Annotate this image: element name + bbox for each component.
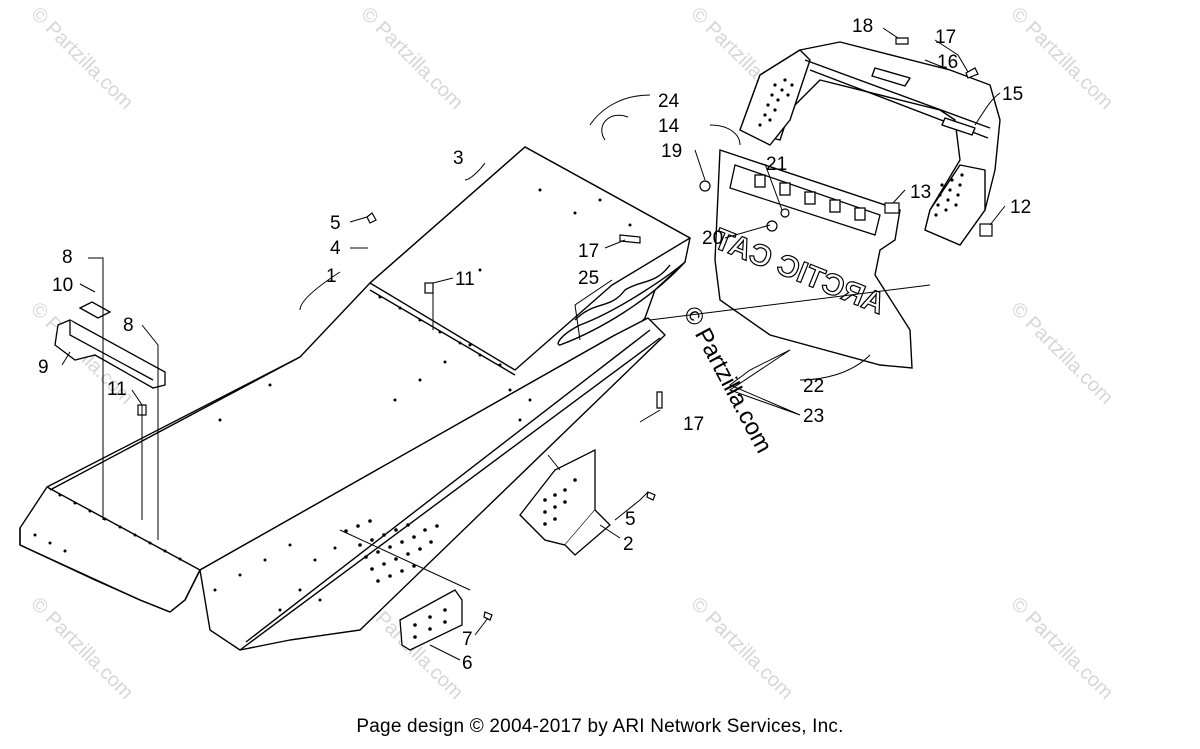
callout-21: 21 <box>766 154 787 175</box>
callout-5: 5 <box>625 509 636 530</box>
rear-bumper <box>739 41 1001 246</box>
cooler-cutout-wave <box>574 264 671 321</box>
washer <box>699 180 711 192</box>
callout-15: 15 <box>1002 84 1023 105</box>
callout-19: 19 <box>661 141 682 162</box>
watermark: © Partzilla.com <box>1006 298 1117 409</box>
watermark: © Partzilla.com <box>1006 593 1117 704</box>
callout-1: 1 <box>326 266 337 287</box>
nut <box>424 282 434 294</box>
rivet <box>483 611 493 621</box>
snow-flap-outline <box>714 149 913 369</box>
front-bracket <box>54 319 166 389</box>
callout-4: 4 <box>330 238 341 259</box>
callout-12: 12 <box>1010 197 1031 218</box>
cooler-cutout <box>557 261 686 346</box>
callout-20: 20 <box>702 228 723 249</box>
callout-17: 17 <box>935 27 956 48</box>
bumper-perforations <box>758 78 964 217</box>
callout-8: 8 <box>62 247 73 268</box>
perforation-pattern <box>344 519 439 583</box>
callout-2: 2 <box>623 534 634 555</box>
callout-3: 3 <box>453 148 464 169</box>
callout-8: 8 <box>123 315 134 336</box>
footer-copyright: Page design © 2004-2017 by ARI Network S… <box>356 716 844 737</box>
bolt <box>895 37 909 45</box>
flap-bracket <box>729 164 881 236</box>
clip-nut <box>979 223 993 237</box>
callout-5: 5 <box>330 213 341 234</box>
deck-seam <box>369 289 516 376</box>
bracket-clip <box>78 301 112 319</box>
tunnel-assembly <box>19 146 691 651</box>
rivet <box>646 491 656 501</box>
callout-22: 22 <box>803 376 824 397</box>
callout-25: 25 <box>578 268 599 289</box>
rivet <box>366 212 377 224</box>
bumper-left-plate <box>739 49 811 146</box>
callout-11: 11 <box>107 379 127 400</box>
callout-labels: 1 2 3 4 5 5 6 7 8 8 9 10 11 11 12 13 14 … <box>38 16 1031 674</box>
bumper-slot <box>941 117 976 136</box>
snow-flap: ARCTIC CAT <box>709 149 913 369</box>
callout-14: 14 <box>658 116 680 137</box>
callout-10: 10 <box>52 275 73 296</box>
tunnel-side-panel <box>199 317 666 651</box>
bolt <box>619 234 641 244</box>
callout-13: 13 <box>910 182 931 203</box>
tunnel-ridge <box>49 356 301 491</box>
callout-18: 18 <box>852 16 873 37</box>
rivet-holes <box>33 188 632 612</box>
callout-23: 23 <box>803 406 824 427</box>
callout-17: 17 <box>683 414 704 435</box>
tunnel-front-lip <box>19 528 201 613</box>
clip-nut <box>884 202 900 214</box>
rear-deck-plate <box>369 146 691 371</box>
watermark: © Partzilla.com <box>26 3 137 114</box>
callout-9: 9 <box>38 357 49 378</box>
watermark: © Partzilla.com <box>356 3 467 114</box>
bolt <box>656 391 663 409</box>
bumper-slot <box>871 67 911 87</box>
reinforcement-plate-holes <box>413 608 447 639</box>
callout-24: 24 <box>658 91 680 112</box>
leader-lines <box>61 27 1006 661</box>
callout-6: 6 <box>462 653 473 674</box>
support-bracket-holes <box>543 478 577 526</box>
tunnel-side-rail <box>239 329 661 651</box>
fasteners <box>137 37 993 621</box>
watermark: © Partzilla.com <box>26 593 137 704</box>
washer <box>780 208 790 218</box>
reinforcement-plate <box>399 589 463 651</box>
washer <box>766 220 778 232</box>
watermark: © Partzilla.com <box>686 593 797 704</box>
bolt <box>965 67 979 79</box>
callout-17: 17 <box>578 241 599 262</box>
callout-7: 7 <box>462 629 473 650</box>
callout-11: 11 <box>455 269 475 290</box>
callout-16: 16 <box>937 52 958 73</box>
support-bracket <box>519 448 611 556</box>
tunnel-side-seam <box>46 486 201 571</box>
